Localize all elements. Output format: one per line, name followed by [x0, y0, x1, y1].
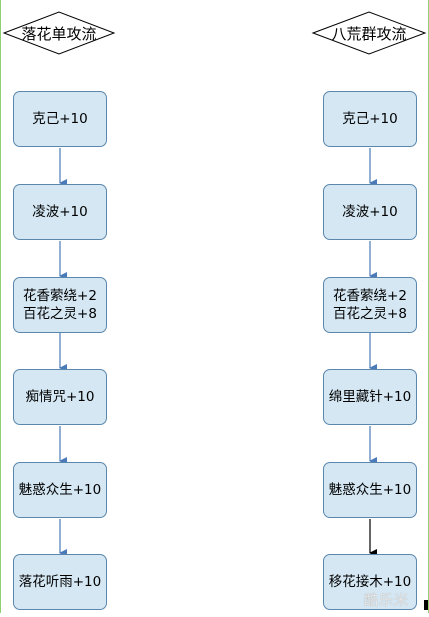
right-node-3-line-2: 百花之灵+8 [333, 306, 407, 322]
left-node-1: 克己+10 [13, 91, 107, 147]
right-node-4-line-1: 绵里藏针+10 [328, 389, 412, 405]
watermark: 酷乐米 [364, 593, 409, 609]
left-node-6: 落花听雨+10 [13, 554, 107, 610]
left-node-5: 魅惑众生+10 [13, 462, 107, 518]
right-node-1: 克己+10 [323, 91, 417, 147]
left-header-diamond [2, 11, 116, 55]
right-node-3: 花香萦绕+2 百花之灵+8 [323, 277, 417, 333]
left-node-1-line-1: 克己+10 [32, 111, 88, 127]
right-node-5: 魅惑众生+10 [323, 462, 417, 518]
left-node-2: 凌波+10 [13, 184, 107, 240]
right-node-1-line-1: 克己+10 [342, 111, 398, 127]
left-header-label: 落花单攻流 [21, 24, 97, 43]
watermark-mark [424, 600, 428, 610]
left-node-4: 痴情咒+10 [13, 369, 107, 425]
left-node-3-line-2: 百花之灵+8 [23, 306, 97, 322]
left-node-2-line-1: 凌波+10 [32, 204, 88, 220]
right-node-6-line-1: 移花接木+10 [328, 574, 412, 590]
right-header-label: 八荒群攻流 [331, 24, 407, 43]
left-node-5-line-1: 魅惑众生+10 [18, 482, 102, 498]
right-node-5-line-1: 魅惑众生+10 [328, 482, 412, 498]
right-node-4: 绵里藏针+10 [323, 369, 417, 425]
right-node-6: 移花接木+10 [323, 554, 417, 610]
right-node-2-line-1: 凌波+10 [342, 204, 398, 220]
left-node-4-line-1: 痴情咒+10 [25, 389, 95, 405]
left-node-3-line-1: 花香萦绕+2 [23, 288, 97, 304]
right-header-diamond [311, 11, 427, 55]
left-node-6-line-1: 落花听雨+10 [18, 574, 102, 590]
left-node-3: 花香萦绕+2 百花之灵+8 [13, 277, 107, 333]
right-node-2: 凌波+10 [323, 184, 417, 240]
right-node-3-line-1: 花香萦绕+2 [333, 288, 407, 304]
